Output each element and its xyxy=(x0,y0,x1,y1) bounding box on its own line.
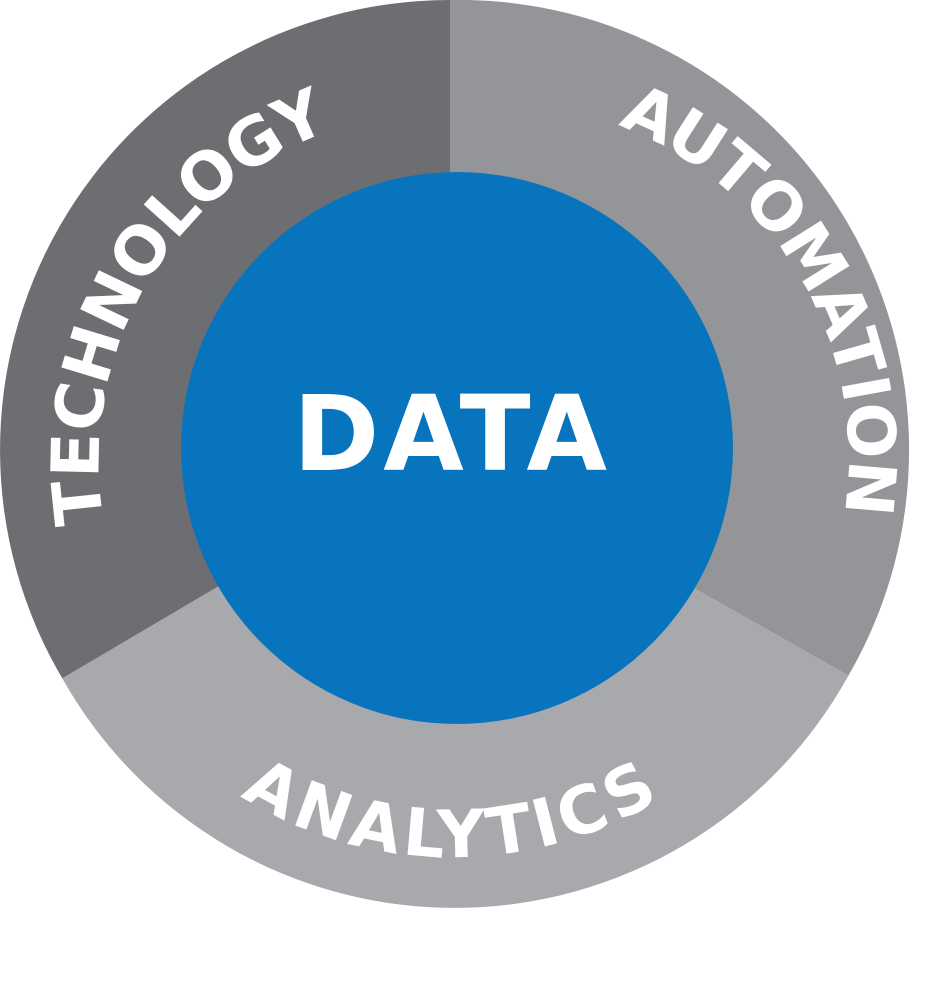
center-label: DATA xyxy=(293,373,611,495)
center-circle xyxy=(181,172,733,724)
